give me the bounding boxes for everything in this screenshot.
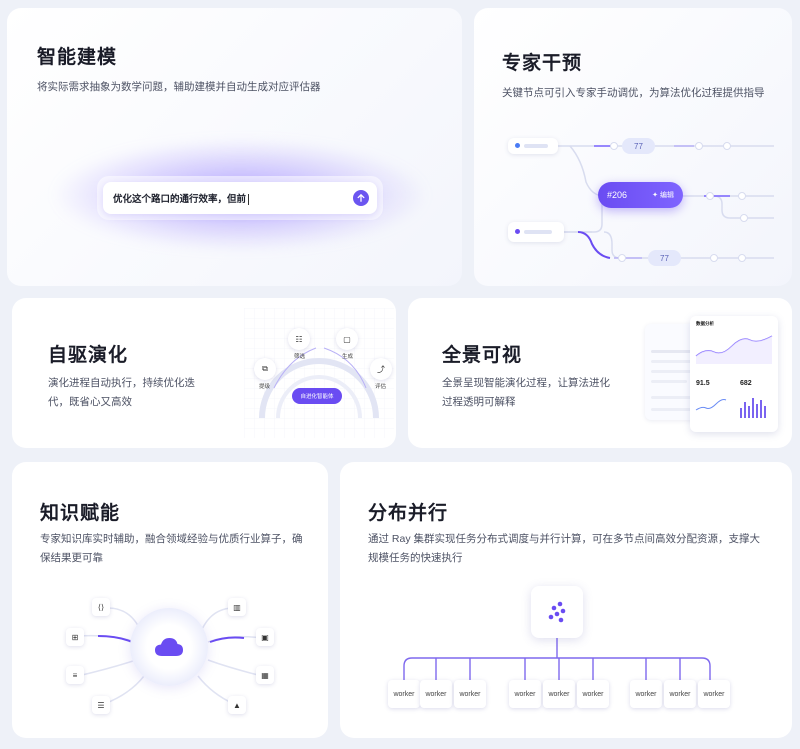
layers-icon: ⧉ — [254, 358, 276, 380]
prompt-text: 优化这个路口的通行效率，但前 — [113, 194, 247, 205]
send-button[interactable] — [353, 190, 369, 206]
worker-tree — [403, 638, 711, 680]
trend-icon: ⤴ — [370, 358, 392, 380]
prompt-input[interactable]: 优化这个路口的通行效率，但前 — [103, 182, 377, 214]
card-title: 专家干预 — [502, 53, 583, 74]
prompt-box: 优化这个路口的通行效率，但前 — [97, 176, 383, 220]
worker-node: worker — [630, 680, 662, 708]
worker-node: worker — [543, 680, 575, 708]
card-desc: 专家知识库实时辅助，融合领域经验与优质行业算子，确保结果更可靠 — [40, 533, 303, 564]
note-icon: ☰ — [92, 696, 110, 714]
active-node[interactable]: #206 ✦ 编辑 — [598, 182, 683, 208]
sparkle-icon: ✦ — [652, 192, 658, 199]
worker-node: worker — [698, 680, 730, 708]
evolution-ring: ⧉ 提级 ☷ 筛选 ▢ 生成 ⤴ 评估 自进化智能体 — [244, 308, 394, 438]
edit-button[interactable]: ✦ 编辑 — [652, 192, 674, 199]
worker-node: worker — [509, 680, 541, 708]
flow-node[interactable] — [508, 222, 564, 242]
node-id: #206 — [607, 190, 628, 200]
value-tag: 77 — [622, 138, 655, 154]
chart-file-icon: ▥ — [228, 598, 246, 616]
document-icon: ≡ — [66, 666, 84, 684]
card-desc: 将实际需求抽象为数学问题，辅助建模并自动生成对应评估器 — [37, 81, 321, 93]
window-icon: ▣ — [256, 628, 274, 646]
worker-node: worker — [664, 680, 696, 708]
ray-logo[interactable] — [531, 586, 583, 638]
card-desc: 全景呈现智能演化过程，让算法进化过程透明可解释 — [442, 377, 610, 408]
knowledge-hub — [130, 608, 208, 686]
stat-value: 682 — [740, 380, 752, 387]
card-title: 分布并行 — [368, 503, 449, 524]
ray-cluster-icon — [548, 601, 566, 623]
card-knowledge: 知识赋能 专家知识库实时辅助，融合领域经验与优质行业算子，确保结果更可靠 ⟨⟩ … — [12, 462, 328, 738]
code-file-icon: ⟨⟩ — [92, 598, 110, 616]
worker-node: worker — [577, 680, 609, 708]
card-distributed: 分布并行 通过 Ray 集群实现任务分布式调度与并行计算，可在多节点间高效分配资… — [340, 462, 792, 738]
knowledge-links — [77, 607, 263, 705]
dashboard-charts — [695, 335, 773, 418]
flow-node[interactable] — [508, 138, 558, 154]
grid-icon: ⊞ — [66, 628, 84, 646]
card-desc: 演化进程自动执行，持续优化迭代，既省心又高效 — [48, 377, 195, 408]
worker-node: worker — [388, 680, 420, 708]
filter-icon: ☷ — [288, 328, 310, 350]
dashboard-title: 数据分析 — [696, 321, 714, 326]
worker-node: worker — [420, 680, 452, 708]
worker-node: worker — [454, 680, 486, 708]
card-desc: 关键节点可引入专家手动调优，为算法优化过程提供指导 — [502, 87, 765, 99]
generate-icon: ▢ — [336, 328, 358, 350]
table-icon: ▦ — [256, 666, 274, 684]
arrow-up-icon — [357, 194, 365, 202]
flow-lines — [554, 142, 774, 262]
stat-value: 91.5 — [696, 380, 710, 387]
card-self-evolution: 自驱演化 演化进程自动执行，持续优化迭代，既省心又高效 ⧉ 提级 ☷ 筛选 ▢ … — [12, 298, 396, 448]
card-title: 知识赋能 — [40, 503, 121, 524]
cloud-icon — [155, 638, 183, 656]
card-smart-modeling: 智能建模 将实际需求抽象为数学问题，辅助建模并自动生成对应评估器 优化这个路口的… — [7, 8, 462, 286]
image-file-icon: ▲ — [228, 696, 246, 714]
card-desc: 通过 Ray 集群实现任务分布式调度与并行计算，可在多节点间高效分配资源，支撑大… — [368, 533, 761, 564]
card-expert-intervention: 专家干预 关键节点可引入专家手动调优，为算法优化过程提供指导 77 77 #20… — [474, 8, 792, 286]
dashboard-panel: 数据分析 91.5 682 — [690, 316, 778, 432]
card-title: 全景可视 — [442, 345, 523, 366]
card-panorama: 全景可视 全景呈现智能演化过程，让算法进化过程透明可解释 数据分析 91.5 6… — [408, 298, 792, 448]
evolution-agent-badge[interactable]: 自进化智能体 — [292, 388, 342, 404]
value-tag: 77 — [648, 250, 681, 266]
card-title: 自驱演化 — [48, 345, 129, 366]
card-title: 智能建模 — [37, 47, 118, 68]
